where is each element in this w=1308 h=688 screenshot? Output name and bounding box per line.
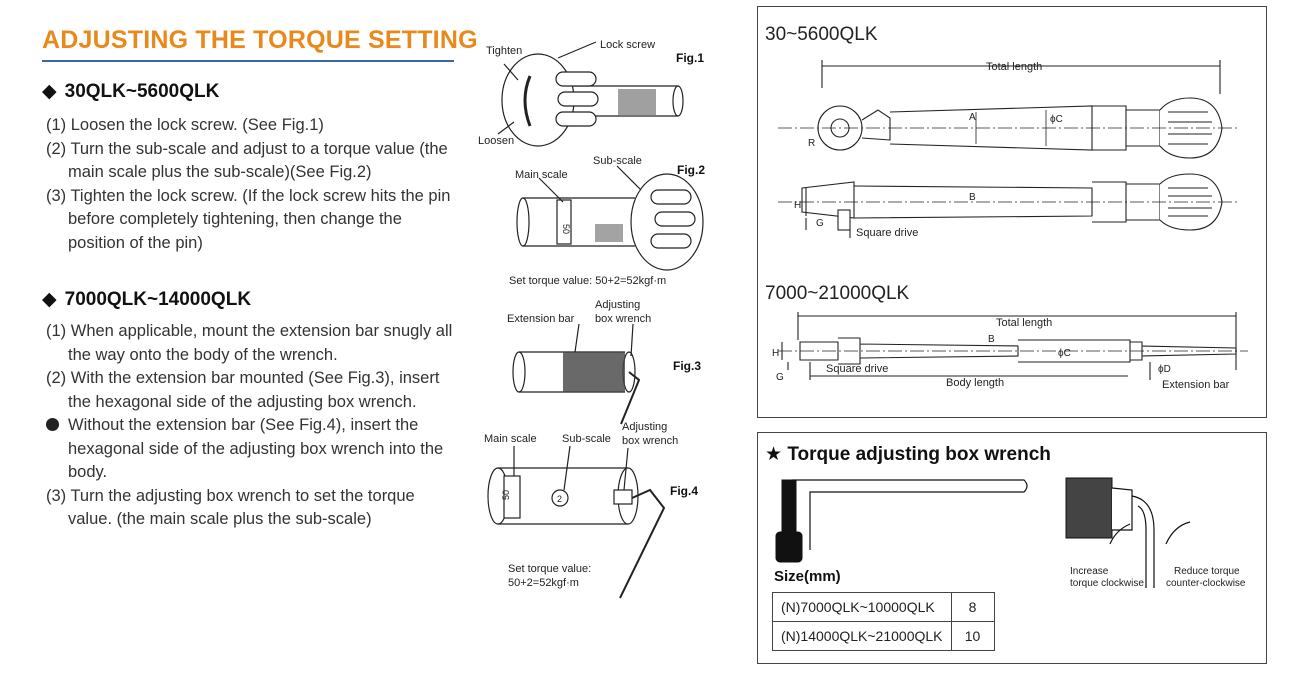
spec-model2-title: 7000~21000QLK — [765, 283, 910, 304]
section1-step-2: (2) Turn the sub-scale and adjust to a t… — [46, 139, 448, 182]
fig2-sub-scale-label: Sub-scale — [593, 155, 642, 167]
fig3-extension-bar-label: Extension bar — [507, 313, 575, 325]
fig3-label: Fig.3 — [673, 359, 701, 373]
section1-step-1: (1) Loosen the lock screw. (See Fig.1) — [46, 116, 324, 134]
model2-total-length-label: Total length — [996, 317, 1052, 329]
title-underline — [42, 60, 454, 62]
section1-step-3: (3) Tighten the lock screw. (If the lock… — [46, 186, 451, 252]
increase-label-1: Increase — [1070, 566, 1109, 577]
diamond-bullet-icon: ◆ — [42, 289, 57, 310]
star-icon: ★ — [765, 444, 783, 465]
section2-step-bullet-text: Without the extension bar (See Fig.4), i… — [68, 416, 444, 481]
fig1-diagram: Tighten Lock screw Fig.1 Loosen — [478, 39, 704, 147]
size-value-cell: 10 — [950, 621, 995, 651]
fig2-diagram: 50 Main scale Sub-scale Fig.2 Set torque… — [509, 155, 705, 287]
section2-step-2: (2) With the extension bar mounted (See … — [46, 369, 440, 411]
fig3-adjusting-label-2: box wrench — [595, 313, 651, 325]
fig2-scale-number: 50 — [561, 224, 571, 234]
fig3-adjusting-label-1: Adjusting — [595, 299, 640, 311]
fig4-diagram: 50 2 Main scale Sub-scale Adjusting box … — [484, 421, 698, 599]
fig4-adjusting-label-1: Adjusting — [622, 421, 667, 433]
fig1-lock-screw-label: Lock screw — [600, 39, 655, 51]
fig4-adjusting-label-2: box wrench — [622, 435, 678, 447]
model2-dim-g-label: G — [776, 372, 784, 383]
model2-dim-phi-d-label: ϕD — [1158, 364, 1171, 375]
wrench-drawing: Increase torque clockwise Reduce torque … — [775, 477, 1246, 589]
section2-step-3: (3) Turn the adjusting box wrench to set… — [46, 486, 415, 529]
fig1-label: Fig.1 — [676, 51, 704, 65]
wrench-box-title-text: Torque adjusting box wrench — [787, 444, 1051, 465]
size-model-cell: (N)14000QLK~21000QLK — [772, 621, 952, 651]
table-row: (N)14000QLK~21000QLK 10 — [772, 621, 995, 651]
model2-dim-phi-c-label: ϕC — [1058, 348, 1071, 359]
fig3-diagram: Extension bar Adjusting box wrench Fig.3 — [507, 299, 701, 425]
dim-a-label: A — [969, 112, 976, 123]
size-value-cell: 8 — [950, 592, 995, 622]
fig4-caption-1: Set torque value: — [508, 563, 591, 575]
model1-total-length-label: Total length — [986, 61, 1042, 73]
fig4-sub-scale-number: 2 — [557, 494, 562, 504]
section2-heading: ◆ 7000QLK~14000QLK — [42, 288, 251, 311]
bullet-dot-icon — [46, 418, 59, 431]
section1-heading: ◆ 30QLK~5600QLK — [42, 80, 219, 103]
wrench-box-title: ★ Torque adjusting box wrench — [765, 443, 1051, 466]
model1-square-drive-label: Square drive — [856, 227, 918, 239]
size-table: (N)7000QLK~10000QLK 8 (N)14000QLK~21000Q… — [772, 592, 995, 651]
reduce-label-1: Reduce torque — [1174, 566, 1240, 577]
reduce-label-2: counter-clockwise — [1166, 578, 1246, 589]
fig2-main-scale-label: Main scale — [515, 169, 568, 181]
fig4-main-scale-label: Main scale — [484, 433, 537, 445]
model2-body-length-label: Body length — [946, 377, 1004, 389]
section1-heading-text: 30QLK~5600QLK — [64, 81, 220, 102]
dim-b-label: B — [969, 192, 976, 203]
dim-g-label: G — [816, 218, 824, 229]
size-label: Size(mm) — [774, 568, 841, 585]
dim-h-label: H — [794, 200, 801, 211]
model2-extension-bar-label: Extension bar — [1162, 379, 1230, 391]
model2-square-drive-label: Square drive — [826, 363, 888, 375]
fig2-caption: Set torque value: 50+2=52kgf·m — [509, 275, 666, 287]
fig4-sub-scale-label: Sub-scale — [562, 433, 611, 445]
section2-step-bullet: Without the extension bar (See Fig.4), i… — [46, 414, 458, 485]
increase-label-2: torque clockwise — [1070, 578, 1144, 589]
dim-phi-c-label: ϕC — [1050, 114, 1063, 125]
size-model-cell: (N)7000QLK~10000QLK — [772, 592, 952, 622]
fig4-label: Fig.4 — [670, 484, 698, 498]
fig4-main-scale-number: 50 — [501, 490, 511, 500]
spec-dimension-drawing: Total length A ϕC R B H G Square drive T… — [772, 60, 1248, 391]
diamond-bullet-icon: ◆ — [42, 81, 57, 102]
fig2-label: Fig.2 — [677, 163, 705, 177]
section2-step-1: (1) When applicable, mount the extension… — [46, 322, 453, 364]
section1-steps: (1) Loosen the lock screw. (See Fig.1) (… — [46, 114, 458, 255]
model2-dim-b-label: B — [988, 334, 995, 345]
dim-r-label: R — [808, 138, 815, 149]
section2-steps: (1) When applicable, mount the extension… — [46, 320, 458, 532]
fig1-tighten-label: Tighten — [486, 45, 522, 57]
page-title: ADJUSTING THE TORQUE SETTING — [42, 26, 478, 54]
section2-heading-text: 7000QLK~14000QLK — [64, 289, 252, 310]
fig4-caption-2: 50+2=52kgf·m — [508, 577, 579, 589]
table-row: (N)7000QLK~10000QLK 8 — [772, 592, 995, 622]
model2-dim-h-label: H — [772, 348, 779, 359]
spec-model1-title: 30~5600QLK — [765, 24, 878, 45]
fig1-loosen-label: Loosen — [478, 135, 514, 147]
